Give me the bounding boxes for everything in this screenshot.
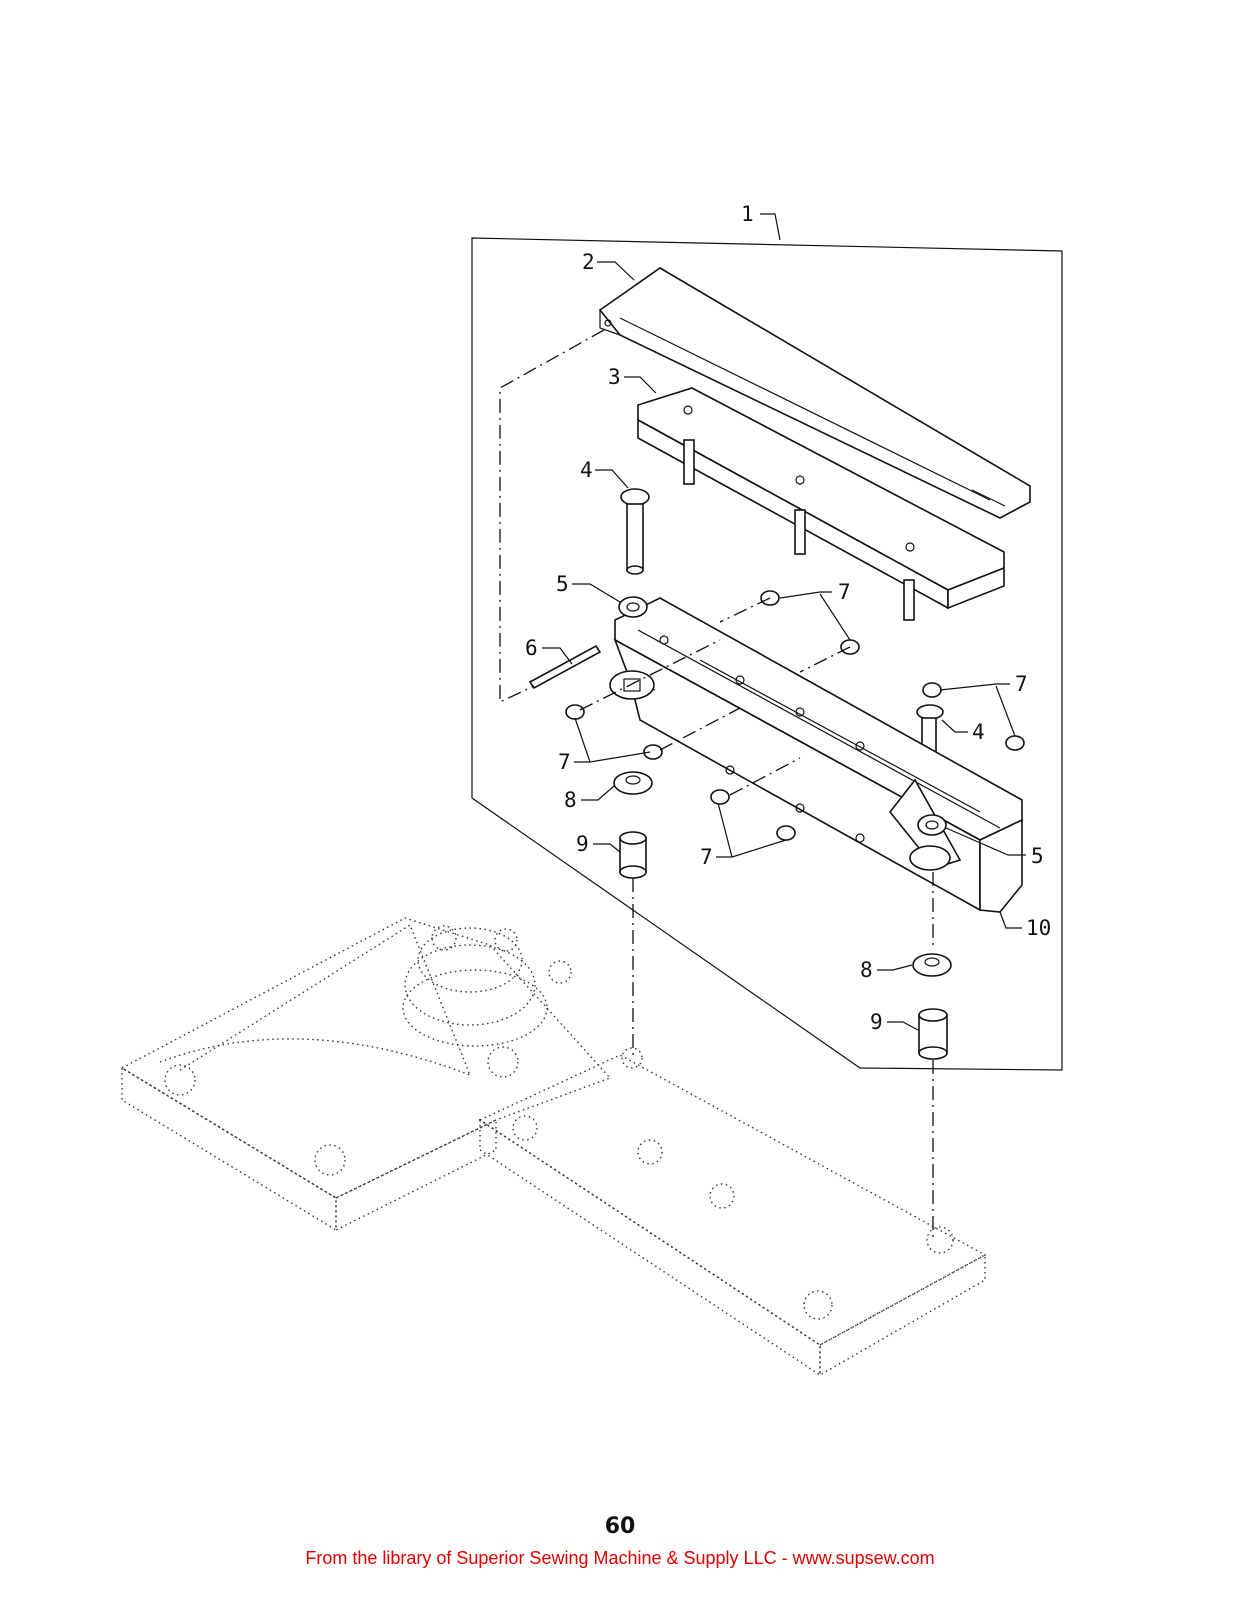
callout-5-left: 5 xyxy=(556,572,569,596)
callout-4-right: 4 xyxy=(972,720,985,744)
callout-8-right: 8 xyxy=(860,958,873,982)
part-5-lock-washer-left xyxy=(618,596,648,618)
callout-6: 6 xyxy=(525,636,538,660)
callout-7-top: 7 xyxy=(838,580,851,604)
callout-7-left: 7 xyxy=(558,750,571,774)
callout-4-left: 4 xyxy=(580,458,593,482)
alignment-lines xyxy=(499,329,934,1240)
callout-9-left: 9 xyxy=(576,832,589,856)
part-9-sleeve-right xyxy=(918,1008,948,1060)
leader-lines xyxy=(542,213,1026,1031)
callout-7-bottom: 7 xyxy=(700,845,713,869)
part-8-washer-left xyxy=(613,771,653,795)
callout-8-left: 8 xyxy=(564,788,577,812)
part-10-housing xyxy=(609,597,1023,913)
part-8-washer-right xyxy=(912,953,952,977)
footer-credit: From the library of Superior Sewing Mach… xyxy=(305,1548,935,1568)
ghost-base-plate xyxy=(120,917,987,1377)
part-3-bracket-plate xyxy=(637,387,1005,621)
callout-1: 1 xyxy=(741,202,754,226)
part-6-pin xyxy=(528,644,602,690)
part-2-cover xyxy=(598,267,1031,519)
callout-9-right: 9 xyxy=(870,1010,883,1034)
part-9-sleeve-left xyxy=(619,831,647,879)
callout-5-right: 5 xyxy=(1031,844,1044,868)
callout-7-right: 7 xyxy=(1015,672,1028,696)
assembly-boundary xyxy=(471,237,1063,1071)
callout-10: 10 xyxy=(1026,916,1052,940)
callout-2: 2 xyxy=(582,250,595,274)
part-4-screw-left xyxy=(620,488,650,575)
page-number: 60 xyxy=(604,1514,636,1539)
callout-3: 3 xyxy=(608,365,621,389)
part-5-lock-washer-right xyxy=(917,814,947,836)
